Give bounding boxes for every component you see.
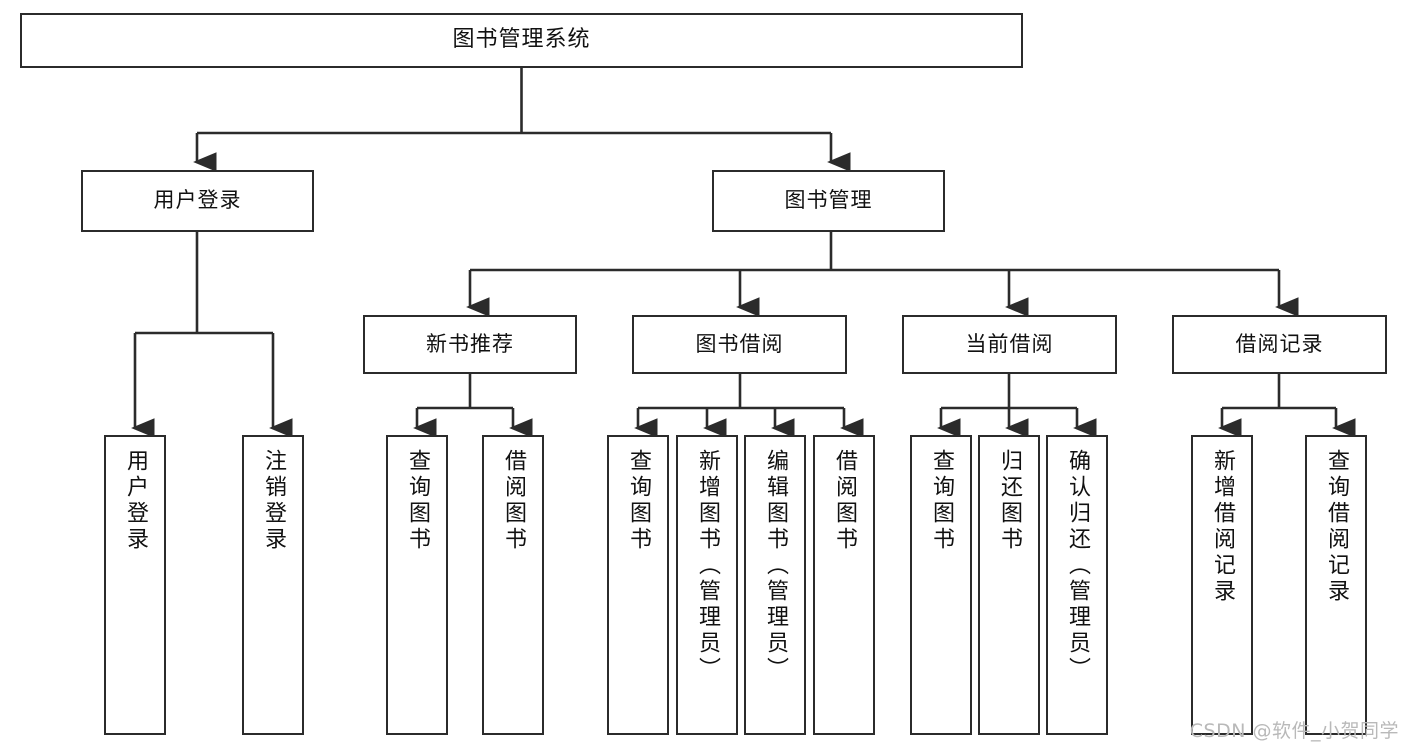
node-book-management[interactable]: 图书管理 xyxy=(712,170,945,232)
node-label: 借阅图书 xyxy=(501,449,526,553)
leaf-recommend-borrow-book[interactable]: 借阅图书 xyxy=(482,435,544,735)
node-book-borrow[interactable]: 图书借阅 xyxy=(632,315,847,374)
node-label: 编辑图书（管理员） xyxy=(763,449,788,683)
node-label: 注销登录 xyxy=(261,449,286,553)
node-label: 确认归还（管理员） xyxy=(1065,449,1090,683)
node-current-borrow[interactable]: 当前借阅 xyxy=(902,315,1117,374)
node-label: 借阅图书 xyxy=(832,449,857,553)
node-label: 新增图书（管理员） xyxy=(695,449,720,683)
node-label: 用户登录 xyxy=(153,188,242,213)
leaf-user-login-login[interactable]: 用户登录 xyxy=(104,435,166,735)
node-label: 图书借阅 xyxy=(695,331,784,356)
csdn-watermark: CSDN @软件_小贺同学 xyxy=(1189,720,1399,742)
leaf-record-query-record[interactable]: 查询借阅记录 xyxy=(1305,435,1367,735)
node-user-login[interactable]: 用户登录 xyxy=(81,170,314,232)
node-label: 新书推荐 xyxy=(426,331,514,356)
node-label: 查询图书 xyxy=(929,449,954,553)
node-label: 查询借阅记录 xyxy=(1324,449,1349,605)
leaf-current-query-book[interactable]: 查询图书 xyxy=(910,435,972,735)
node-label: 归还图书 xyxy=(997,449,1022,553)
leaf-user-login-logout[interactable]: 注销登录 xyxy=(242,435,304,735)
node-label: 新增借阅记录 xyxy=(1210,449,1235,605)
node-label: 当前借阅 xyxy=(965,331,1054,356)
leaf-borrow-query-book[interactable]: 查询图书 xyxy=(607,435,669,735)
leaf-borrow-borrow-book[interactable]: 借阅图书 xyxy=(813,435,875,735)
node-label: 图书管理 xyxy=(784,188,873,213)
leaf-recommend-query-book[interactable]: 查询图书 xyxy=(386,435,448,735)
leaf-borrow-edit-book[interactable]: 编辑图书（管理员） xyxy=(744,435,806,735)
node-borrow-record[interactable]: 借阅记录 xyxy=(1172,315,1387,374)
node-label: 查询图书 xyxy=(405,449,430,553)
leaf-borrow-add-book[interactable]: 新增图书（管理员） xyxy=(676,435,738,735)
node-label: 查询图书 xyxy=(626,449,651,553)
leaf-record-add-record[interactable]: 新增借阅记录 xyxy=(1191,435,1253,735)
node-new-book-recommend[interactable]: 新书推荐 xyxy=(363,315,577,374)
node-root-system[interactable]: 图书管理系统 xyxy=(20,13,1023,68)
leaf-current-return-book[interactable]: 归还图书 xyxy=(978,435,1040,735)
node-label: 借阅记录 xyxy=(1235,331,1324,356)
node-label: 图书管理系统 xyxy=(452,27,591,53)
node-label: 用户登录 xyxy=(123,449,148,553)
leaf-current-confirm-return[interactable]: 确认归还（管理员） xyxy=(1046,435,1108,735)
